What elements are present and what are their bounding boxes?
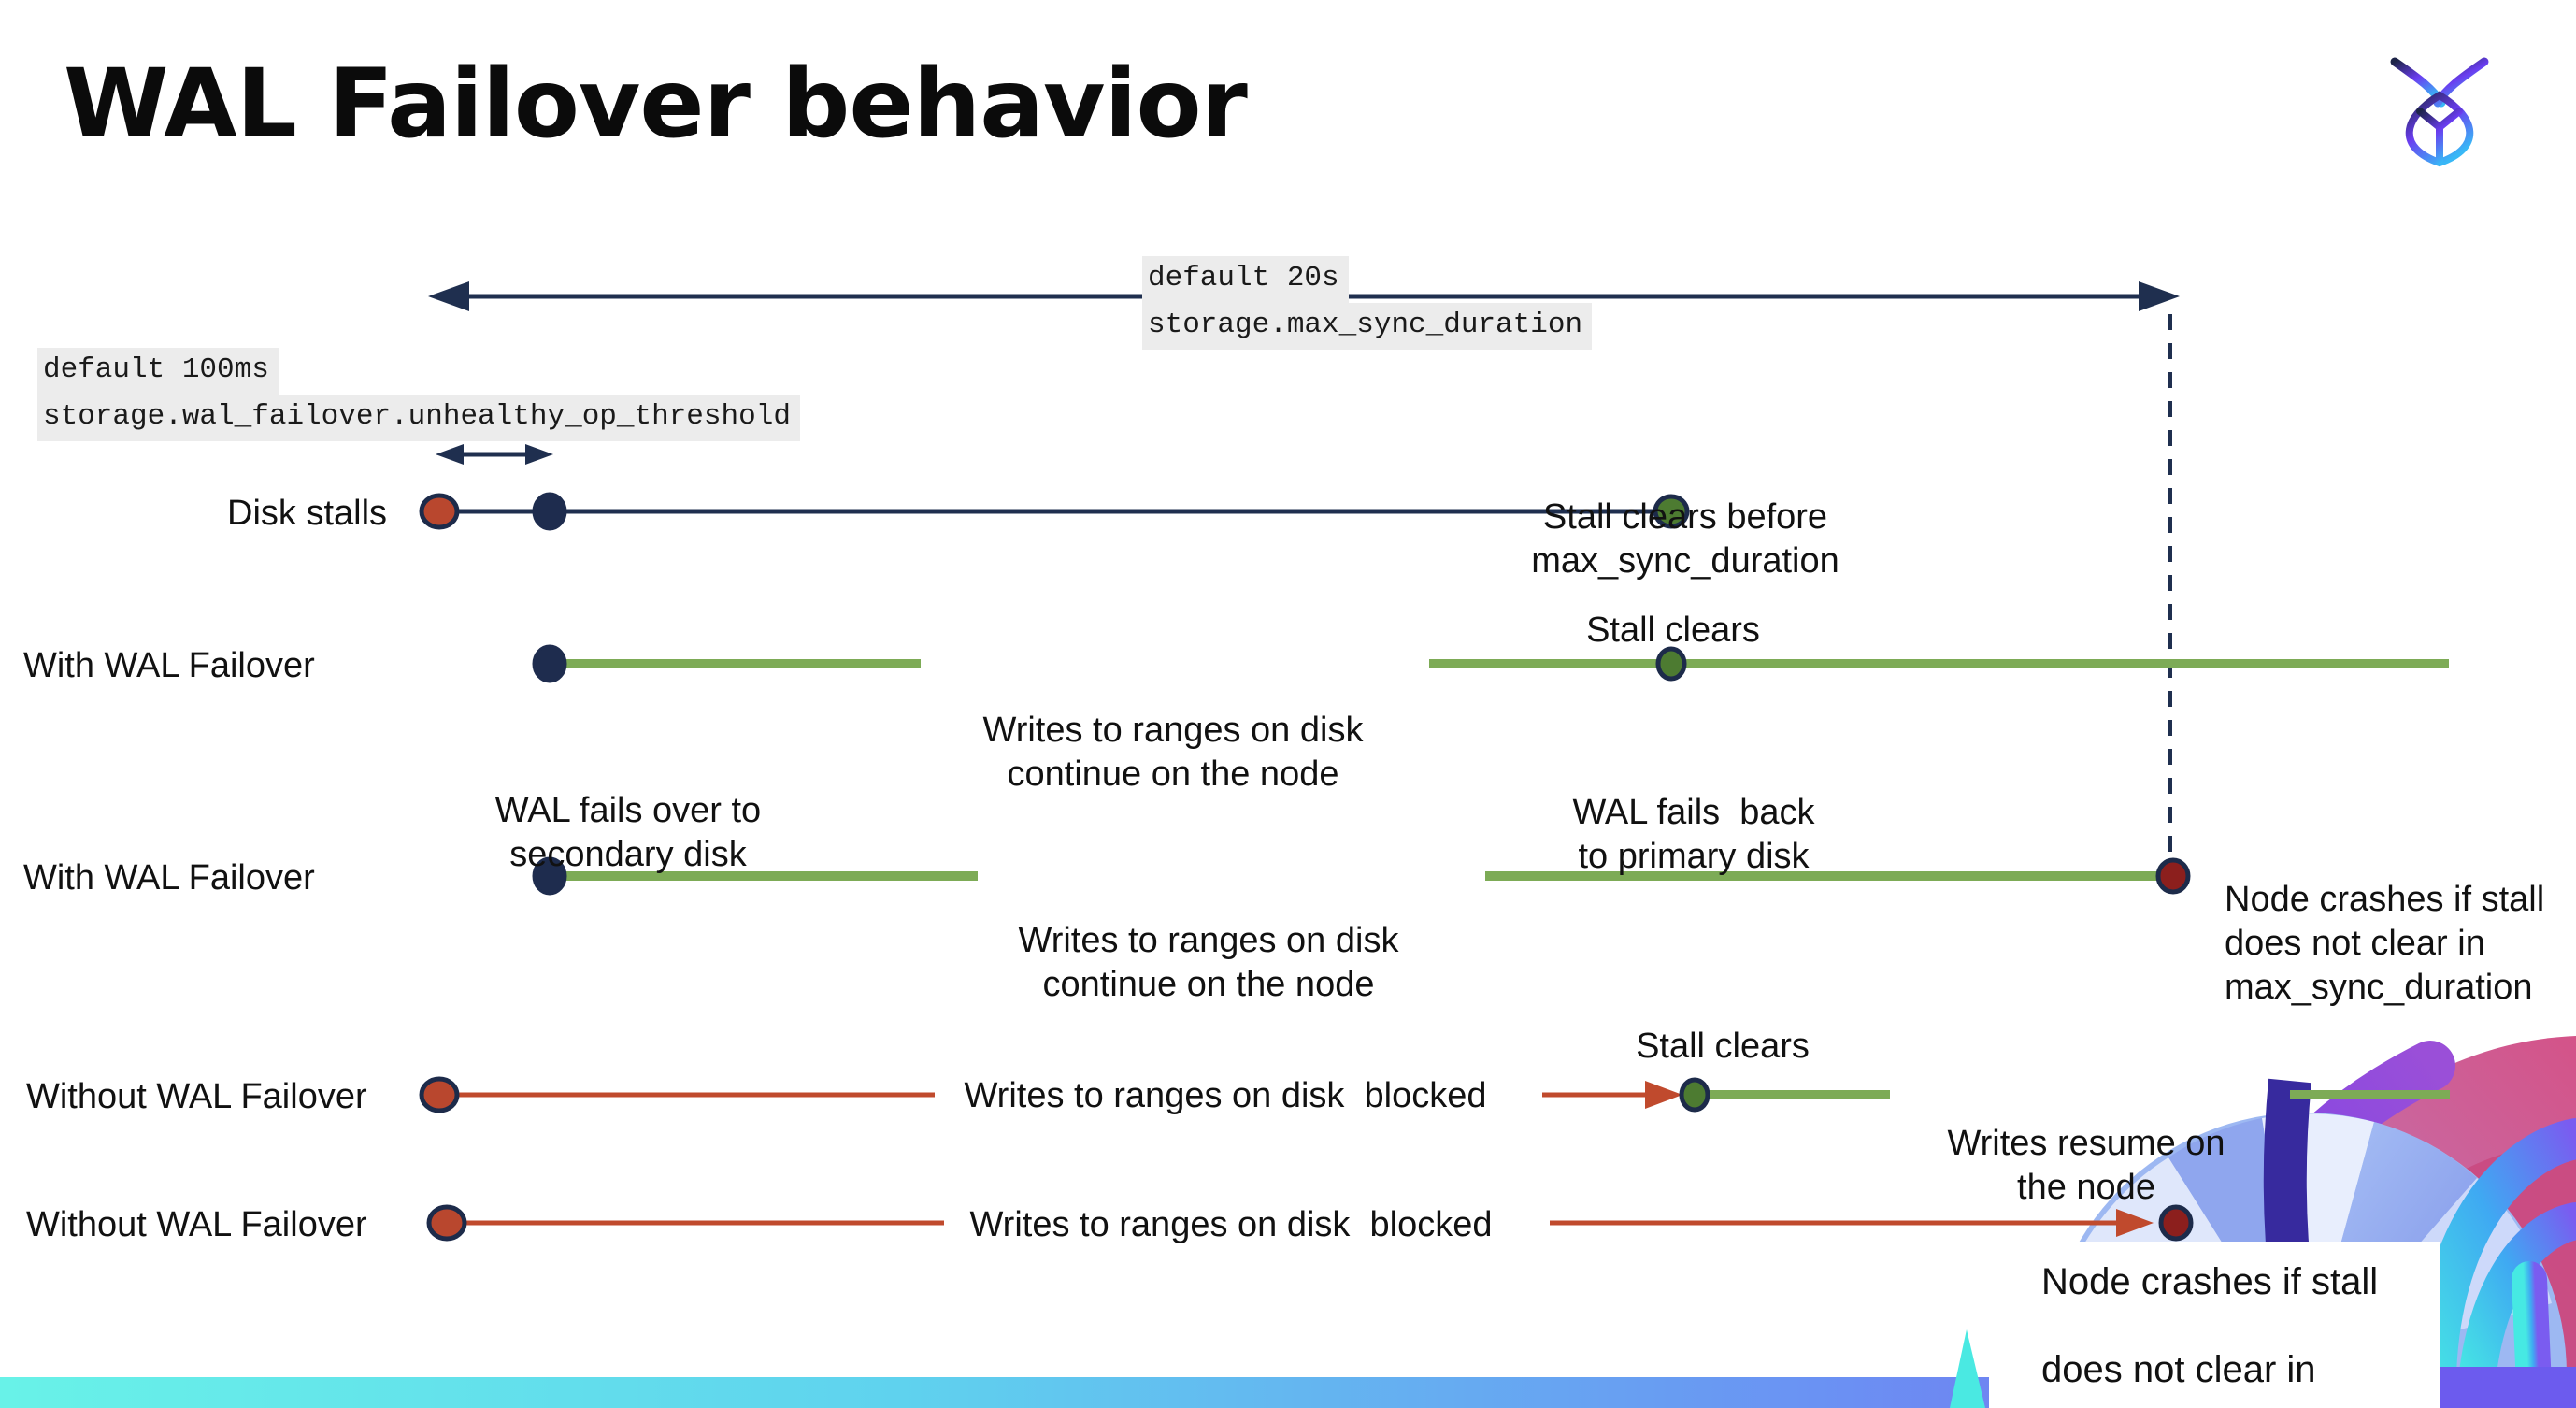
deco-corner-block [2436, 1367, 2576, 1408]
timeline-with-wal-failover-2 [532, 856, 2191, 896]
node-crash-dot [2155, 857, 2191, 895]
timeline-with-wal-failover-1 [532, 644, 2449, 683]
failover-dot [532, 644, 567, 683]
node-crash-card-text: Node crashes if stall does not clear in … [2041, 1261, 2379, 1390]
stall-start-dot [419, 493, 460, 530]
timeline-without-wal-failover-1 [419, 1076, 2450, 1113]
max-sync-duration-arrow [428, 281, 2180, 311]
threshold-dot [532, 492, 567, 531]
unhealthy-op-threshold-arrow [436, 444, 553, 465]
cockroachdb-logo-mark [2390, 57, 2489, 167]
timeline-without-wal-failover-2 [426, 1204, 2194, 1242]
stall-start-dot [426, 1204, 467, 1242]
stall-clears-dot [1655, 646, 1687, 682]
node-crash-dot [2158, 1204, 2194, 1242]
timeline-disk-stalls [419, 492, 1690, 531]
node-crash-card: Node crashes if stall does not clear in … [1989, 1242, 2440, 1408]
deco-cyan-spike [1950, 1329, 1985, 1408]
failover-dot [532, 856, 567, 896]
stall-clears-dot [1679, 1077, 1710, 1113]
stall-start-dot [419, 1076, 460, 1113]
stall-clears-dot [1653, 494, 1690, 529]
